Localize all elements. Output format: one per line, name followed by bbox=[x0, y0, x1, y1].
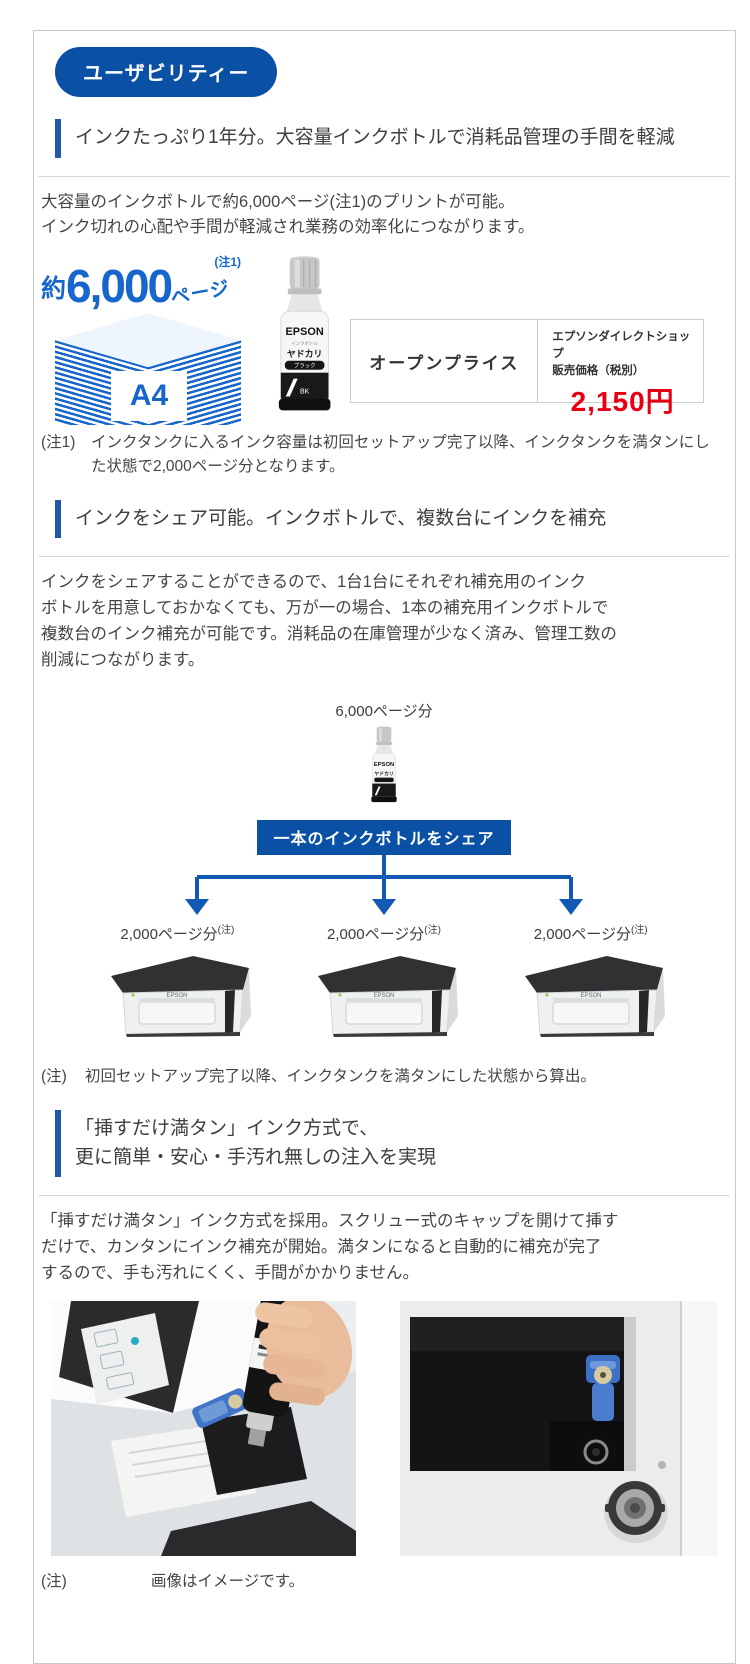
shop-price-cell: エプソンダイレクトショップ 販売価格（税別） 2,150円 bbox=[537, 320, 703, 417]
bottle-brand-label: EPSON bbox=[286, 326, 324, 338]
printer-brand-label: EPSON bbox=[373, 993, 394, 999]
share-banner: 一本のインクボトルをシェア bbox=[257, 819, 511, 855]
note-3-text: 画像はイメージです。 bbox=[151, 1572, 305, 1590]
printer-3-noteref: (注) bbox=[630, 924, 648, 936]
heading-easy-refill: 「挿すだけ満タン」インク方式で、 更に簡単・安心・手汚れ無しの注入を実現 bbox=[55, 1110, 730, 1178]
note-3: (注) 画像はイメージです。 bbox=[38, 1570, 730, 1593]
heading-easy-refill-line1: 「挿すだけ満タン」インク方式で、 bbox=[75, 1118, 379, 1140]
diagram-ink-bottle-image: EPSON ヤドカリ bbox=[371, 726, 397, 802]
printer-2-pages: 2,000ページ分 bbox=[327, 925, 425, 943]
bottle-product-label: ヤドカリ bbox=[287, 349, 323, 359]
paragraph-ink-share: インクをシェアすることができるので、1台1台にそれぞれ補充用のインク ボトルを用… bbox=[41, 573, 617, 669]
printer-brand-label: EPSON bbox=[167, 993, 188, 999]
paragraph-large-ink: 大容量のインクボトルで約6,000ページ(注1)のプリントが可能。 インク切れの… bbox=[41, 192, 535, 237]
note-3-label: (注) bbox=[41, 1572, 67, 1590]
divider bbox=[38, 556, 730, 558]
printer-image: EPSON bbox=[487, 946, 694, 1043]
printer-image: EPSON bbox=[281, 946, 488, 1043]
bottle-code-label: BK bbox=[300, 389, 310, 396]
shop-tax-label: 販売価格（税別） bbox=[552, 364, 645, 377]
note-2-label: (注) bbox=[41, 1067, 67, 1085]
pages-number-label: 6,000 bbox=[66, 260, 173, 313]
printer-2-label: 2,000ページ分(注) bbox=[281, 921, 488, 944]
note-1: (注1) インクタンクに入るインク容量は初回セットアップ完了以降、インクタンクを… bbox=[38, 431, 730, 478]
bottle-sub-label: インクボトル bbox=[291, 340, 318, 347]
heading-ink-share: インクをシェア可能。インクボトルで、複数台にインクを補充 bbox=[55, 499, 730, 539]
pages-approx-label: 約 bbox=[41, 275, 67, 304]
printer-brand-label: EPSON bbox=[580, 993, 601, 999]
note-2: (注) 初回セットアップ完了以降、インクタンクを満タンにした状態から算出。 bbox=[38, 1065, 730, 1088]
bottle-variant-label: ブラック bbox=[294, 362, 316, 370]
note-1-text: インクタンクに入るインク容量は初回セットアップ完了以降、インクタンクを満タンにし… bbox=[91, 434, 710, 475]
note-1-label: (注1) bbox=[41, 434, 76, 452]
printer-1-pages: 2,000ページ分 bbox=[120, 925, 218, 943]
divider bbox=[38, 1195, 730, 1197]
printers-row: EPSON EPSON bbox=[74, 946, 694, 1043]
refill-photos-row bbox=[38, 1300, 730, 1556]
printer-3-pages: 2,000ページ分 bbox=[533, 925, 631, 943]
printer-1-label: 2,000ページ分(注) bbox=[74, 921, 281, 944]
paragraph-easy-refill: 「挿すだけ満タン」インク方式を採用。スクリュー式のキャップを開けて挿す だけで、… bbox=[41, 1212, 619, 1282]
shop-name-label: エプソンダイレクトショップ bbox=[552, 331, 691, 360]
photo-ink-refill bbox=[51, 1300, 356, 1556]
paper-stack-image: A4 bbox=[53, 313, 243, 426]
price-table: オープンプライス エプソンダイレクトショップ 販売価格（税別） 2,150円 bbox=[350, 319, 704, 417]
usability-section-panel: ユーザビリティー インクたっぷり1年分。大容量インクボトルで消耗品管理の手間を軽… bbox=[33, 30, 736, 1664]
printer-image: EPSON bbox=[74, 946, 281, 1043]
branch-arrows bbox=[185, 854, 583, 915]
pages-note-ref: (注1) bbox=[214, 255, 241, 270]
note-2-text: 初回セットアップ完了以降、インクタンクを満タンにした状態から算出。 bbox=[85, 1067, 596, 1085]
pages-unit-label: ページ bbox=[169, 278, 232, 310]
a4-label: A4 bbox=[111, 371, 187, 422]
diagram-bottle-label: 6,000ページ分 bbox=[335, 702, 433, 720]
printer-3-label: 2,000ページ分(注) bbox=[487, 921, 694, 944]
price-amount: 2,150円 bbox=[570, 386, 675, 418]
heading-easy-refill-line2: 更に簡単・安心・手汚れ無しの注入を実現 bbox=[75, 1146, 437, 1168]
printer-1-noteref: (注) bbox=[217, 924, 235, 936]
diagram-bottle-product: ヤドカリ bbox=[374, 771, 393, 778]
printer-labels-row: 2,000ページ分(注) 2,000ページ分(注) 2,000ページ分(注) bbox=[74, 921, 694, 944]
ink-bottle-image: EPSON インクボトル ヤドカリ ブラック BK bbox=[278, 256, 331, 411]
heading-large-ink-bottle: インクたっぷり1年分。大容量インクボトルで消耗品管理の手間を軽減 bbox=[55, 119, 730, 158]
photo-tank-port bbox=[400, 1300, 718, 1556]
divider bbox=[38, 175, 730, 177]
section-badge: ユーザビリティー bbox=[55, 47, 278, 97]
open-price-cell: オープンプライス bbox=[369, 353, 520, 373]
printer-2-noteref: (注) bbox=[424, 924, 441, 936]
share-diagram: 6,000ページ分 EPSON ヤドカリ 一本のインクボトルをシェア bbox=[74, 700, 694, 1043]
diagram-bottle-brand: EPSON bbox=[374, 762, 394, 768]
